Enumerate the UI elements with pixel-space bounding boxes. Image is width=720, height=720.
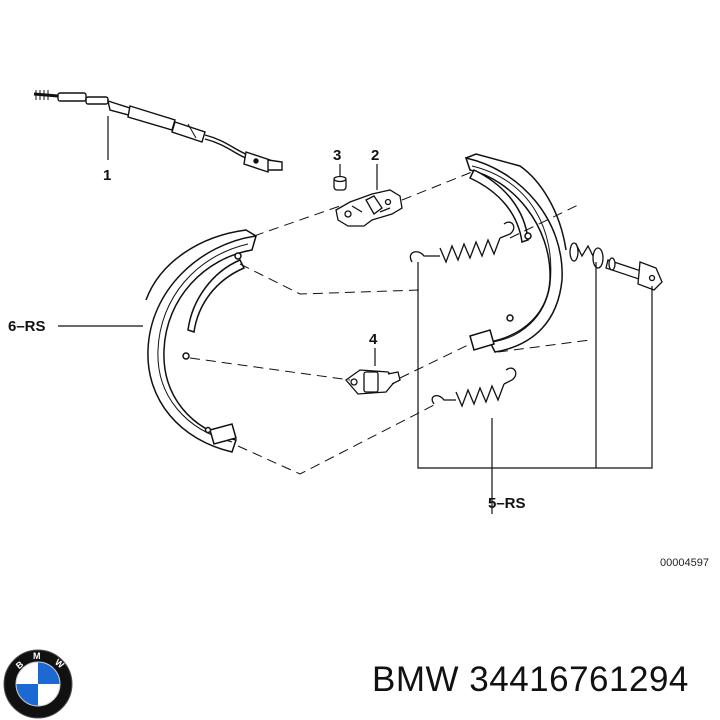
lever-part [335, 189, 403, 227]
brake-shoe-left [145, 229, 258, 453]
logo-letter-m: M [33, 651, 41, 661]
diagram-document-number: 00004597 [660, 557, 709, 569]
bmw-logo: B M W [3, 649, 73, 719]
part-number-caption: BMW 34416761294 [372, 660, 689, 699]
brake-shoe-right [464, 153, 567, 353]
callout-1: 1 [103, 167, 111, 184]
logo-letter-b: B [14, 659, 26, 671]
hold-down-pin [605, 257, 663, 291]
callout-4: 4 [369, 331, 378, 348]
spring-set-bracket [417, 262, 653, 514]
sleeve-part [333, 175, 347, 191]
callout-5-rs: 5–RS [488, 495, 526, 512]
hold-down-spring [569, 242, 604, 269]
callout-2: 2 [371, 147, 379, 164]
callout-3: 3 [333, 147, 341, 164]
brake-cable [33, 90, 283, 173]
assembly-lines [189, 171, 591, 475]
upper-return-spring [409, 221, 515, 264]
lower-return-spring [431, 367, 517, 408]
callout-6-rs: 6–RS [8, 318, 46, 335]
adjuster-part [345, 369, 401, 395]
